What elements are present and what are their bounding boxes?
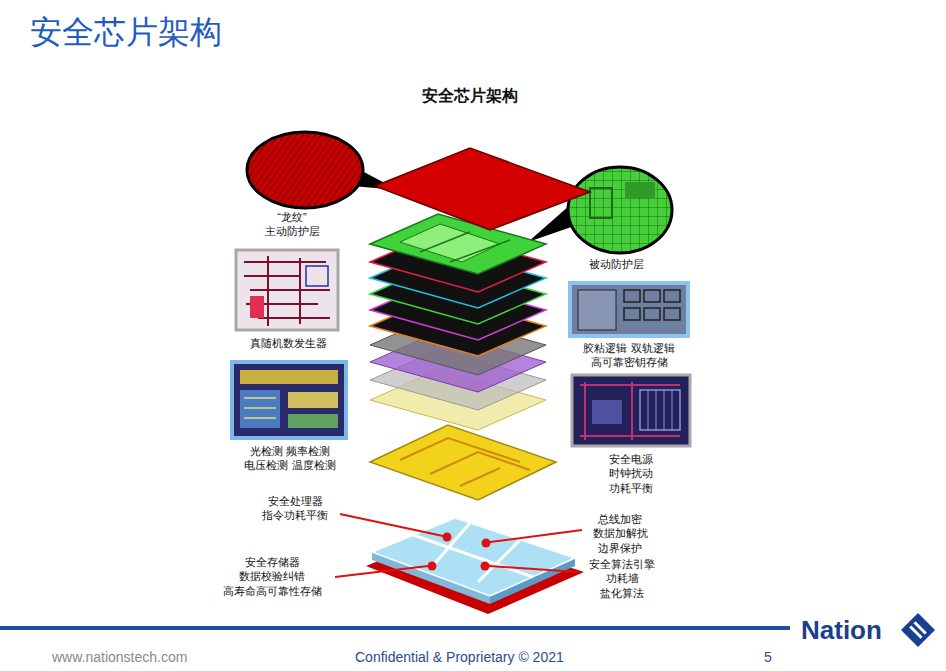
trng-thumbnail [236,250,338,330]
core-blocks [335,514,584,614]
logo-text: Nation [801,614,882,648]
glue-logic-thumbnail [570,283,688,336]
sensor-thumbnail [232,362,346,438]
bus-label: 总线加密 数据加解扰 边界保护 [589,512,651,555]
sensor-label: 光检测 频率检测 电压检测 温度检测 [241,444,340,473]
active-shield-callout [247,132,398,208]
active-shield-label: “龙纹” 主动防护层 [261,210,323,239]
footer-confidential: Confidential & Proprietary © 2021 [355,648,564,666]
power-thumbnail [572,375,690,446]
trng-label: 真随机数发生器 [250,336,327,350]
page-number: 5 [764,648,772,666]
memory-label: 安全存储器 数据校验纠错 高寿命高可靠性存储 [219,555,325,598]
crypto-engine-label: 安全算法引擎 功耗墙 盐化算法 [586,557,659,600]
processor-label: 安全处理器 指令功耗平衡 [259,494,332,523]
power-label: 安全电源 时钟扰动 功耗平衡 [606,452,657,495]
layer-stack [370,148,590,500]
passive-shield-label: 被动防护层 [589,257,644,271]
footer-bar [0,626,790,630]
footer-url: www.nationstech.com [52,648,187,666]
logo-icon [901,613,935,647]
diagram-heading: 安全芯片架构 [422,86,518,107]
glue-logic-label: 胶粘逻辑 双轨逻辑 高可靠密钥存储 [574,341,684,370]
slide-title: 安全芯片架构 [30,12,222,54]
